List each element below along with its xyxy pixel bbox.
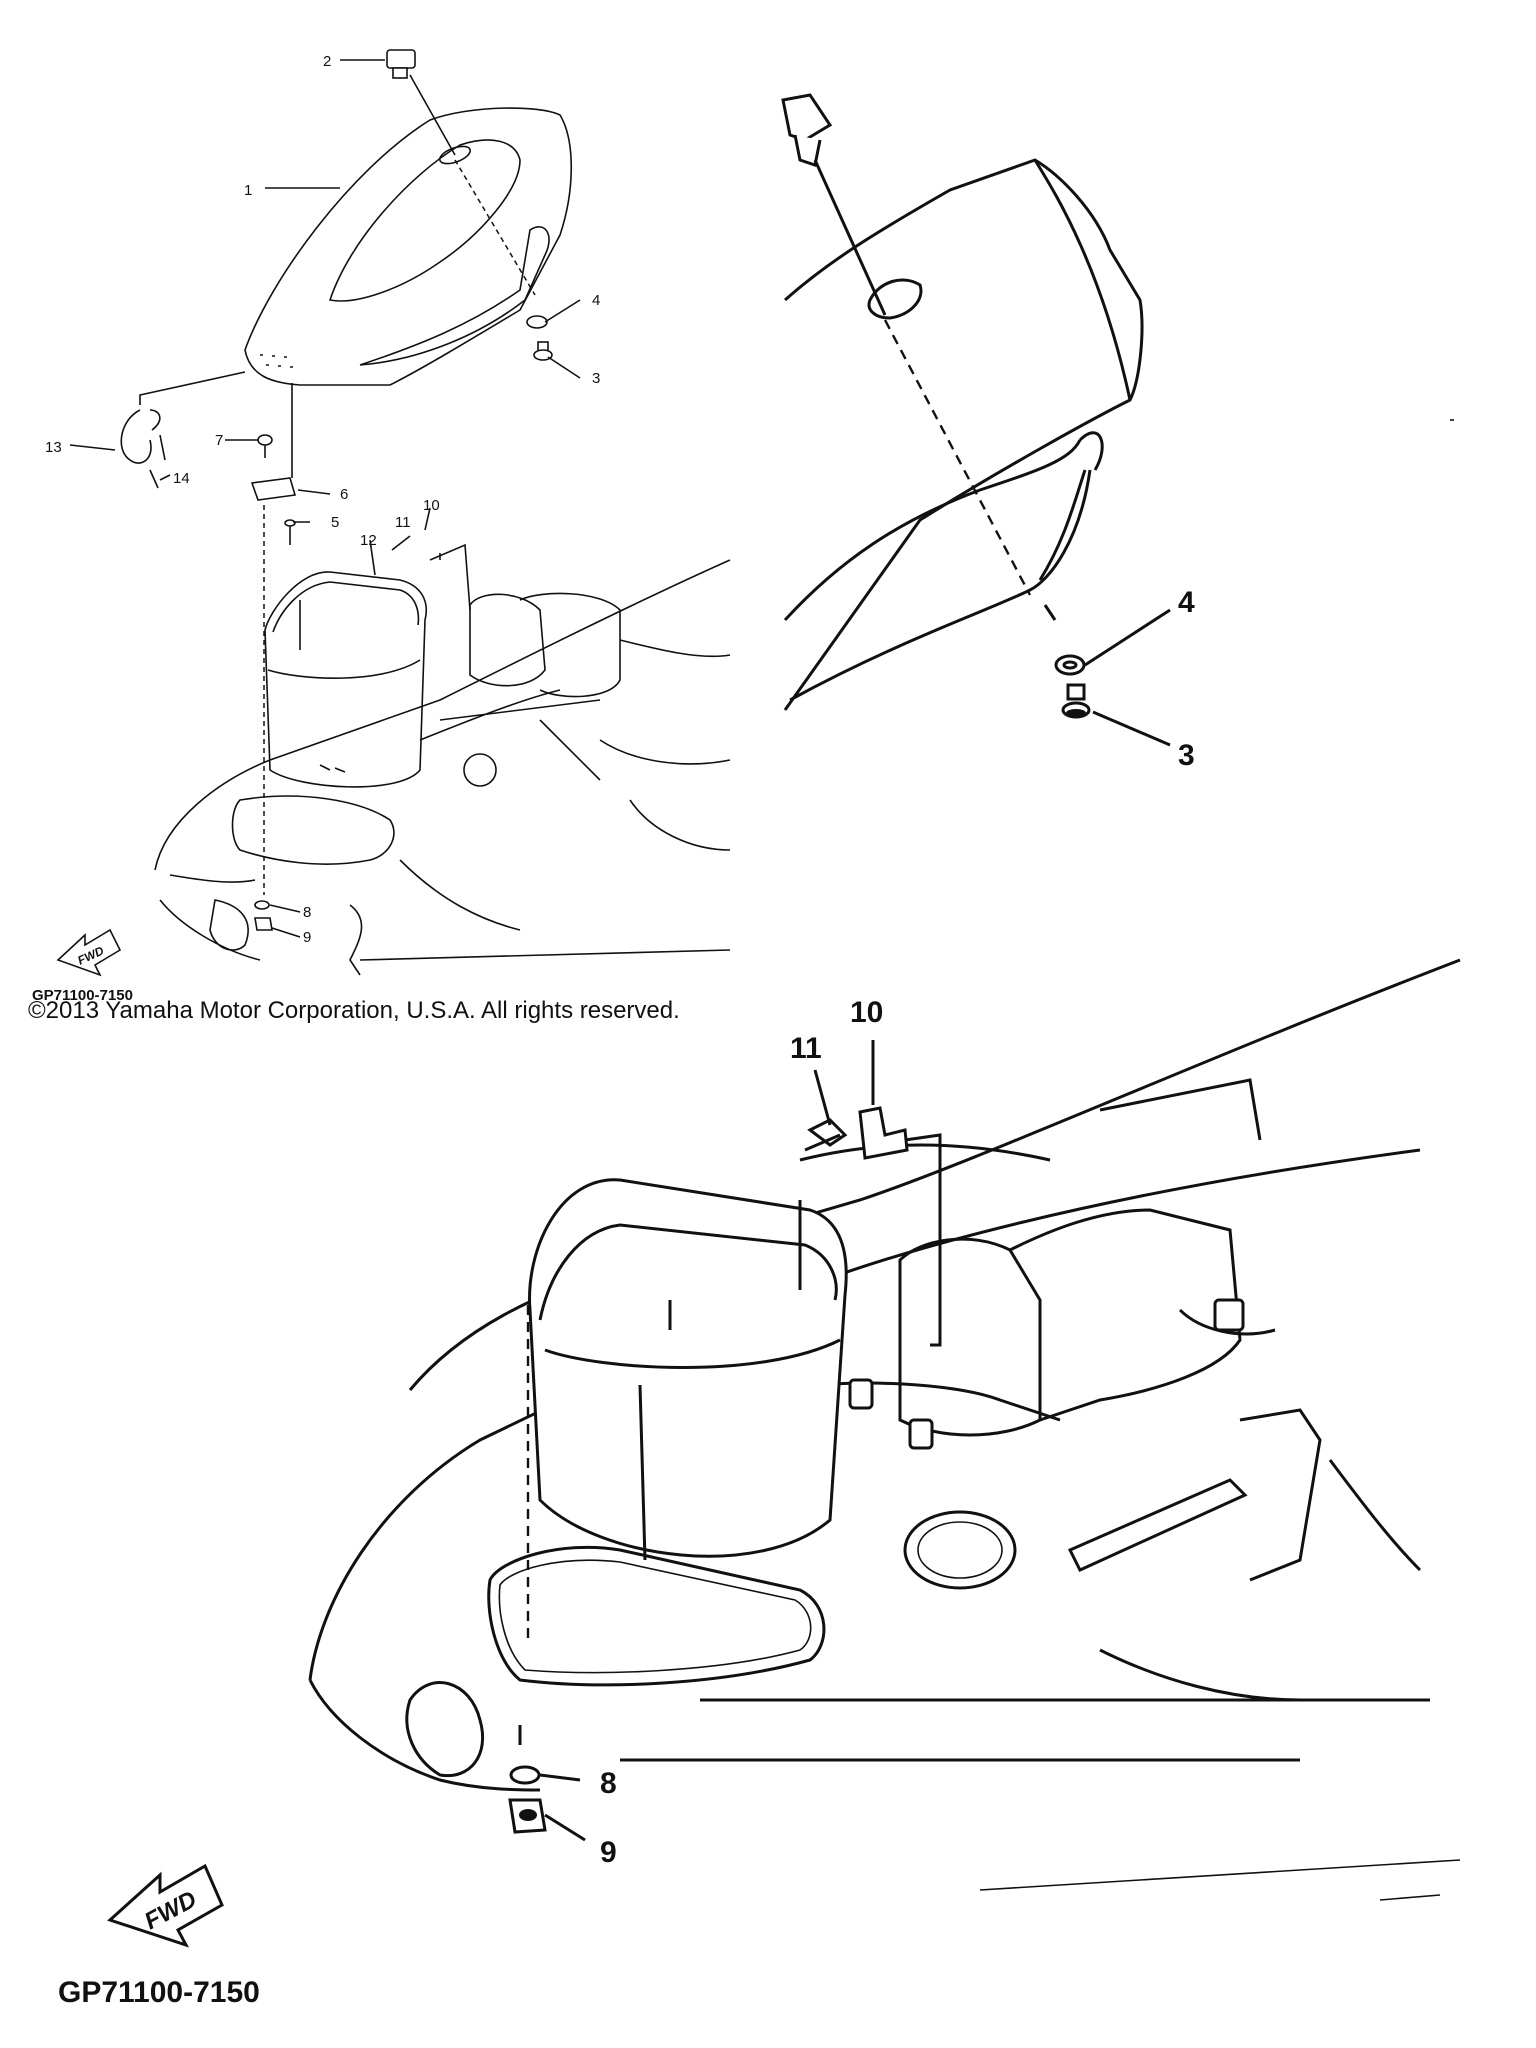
detail-bottom-leaders — [539, 1040, 875, 1842]
overview-fwd-arrow: FWD — [56, 928, 122, 977]
detail-callout-9: 9 — [600, 1836, 617, 1869]
callout-14: 14 — [173, 470, 190, 487]
callout-10: 10 — [423, 497, 440, 514]
detail-bolt — [1066, 683, 1086, 701]
callout-7: 7 — [215, 432, 223, 449]
detail-washer — [1054, 654, 1086, 676]
callout-1: 1 — [244, 182, 252, 199]
hull-outline — [154, 559, 731, 871]
detail-hood — [783, 158, 1144, 711]
detail-top-callouts: 4 3 — [1178, 586, 1195, 772]
callout-13: 13 — [45, 439, 62, 456]
detail-top-drawing — [781, 93, 1454, 719]
detail-callout-3: 3 — [1178, 739, 1195, 772]
detail-diagram-code: GP71100-7150 — [58, 1976, 260, 2009]
detail-slot — [867, 278, 923, 320]
detail-callout-10: 10 — [850, 996, 883, 1029]
bracket-part — [250, 477, 297, 501]
callout-3: 3 — [592, 370, 600, 387]
callout-5: 5 — [331, 514, 339, 531]
overview-leaders — [69, 59, 581, 938]
storage-bin — [264, 571, 427, 788]
callout-4: 4 — [592, 292, 600, 309]
hood-inner-panel — [328, 139, 521, 302]
detail-bottom-callouts: 11 10 8 9 GP71100-7150 — [58, 996, 883, 2009]
overview-fwd-label: FWD — [75, 943, 106, 967]
overview-callouts: 1 2 3 4 5 6 7 8 9 10 11 12 13 14 GP71100… — [32, 53, 600, 1004]
plug-part — [386, 49, 416, 69]
hood-cover — [244, 107, 573, 386]
detail-callout-4: 4 — [1178, 586, 1195, 619]
detail-footwell — [487, 1545, 826, 1687]
washer-part — [526, 315, 548, 329]
detail-bottom-drawing — [308, 958, 1461, 1901]
detail-plug — [781, 93, 833, 142]
detail-callout-11: 11 — [790, 1032, 822, 1065]
detail-washer-8 — [509, 1765, 541, 1785]
overview-diagram-code: GP71100-7150 — [32, 987, 133, 1004]
callout-8: 8 — [303, 904, 311, 921]
callout-11: 11 — [395, 514, 411, 531]
copyright-text: ©2013 Yamaha Motor Corporation, U.S.A. A… — [28, 997, 680, 1024]
detail-fwd-label: FWD — [140, 1886, 201, 1935]
detail-callout-8: 8 — [600, 1767, 617, 1800]
callout-6: 6 — [340, 486, 348, 503]
detail-bracket — [858, 1106, 909, 1160]
hood-dots — [260, 354, 293, 368]
callout-12: 12 — [360, 532, 377, 549]
detail-top-leaders — [1084, 608, 1171, 747]
hook-part — [120, 409, 152, 464]
overview-drawing — [120, 49, 731, 976]
detail-clip — [807, 1118, 848, 1147]
callout-9: 9 — [303, 929, 311, 946]
hood-lower-groove — [359, 226, 550, 366]
callout-2: 2 — [323, 53, 331, 70]
hood-slot — [438, 145, 472, 165]
detail-hull — [408, 958, 1461, 1391]
detail-fwd-arrow: FWD — [107, 1863, 224, 1948]
screw-part — [257, 434, 273, 446]
